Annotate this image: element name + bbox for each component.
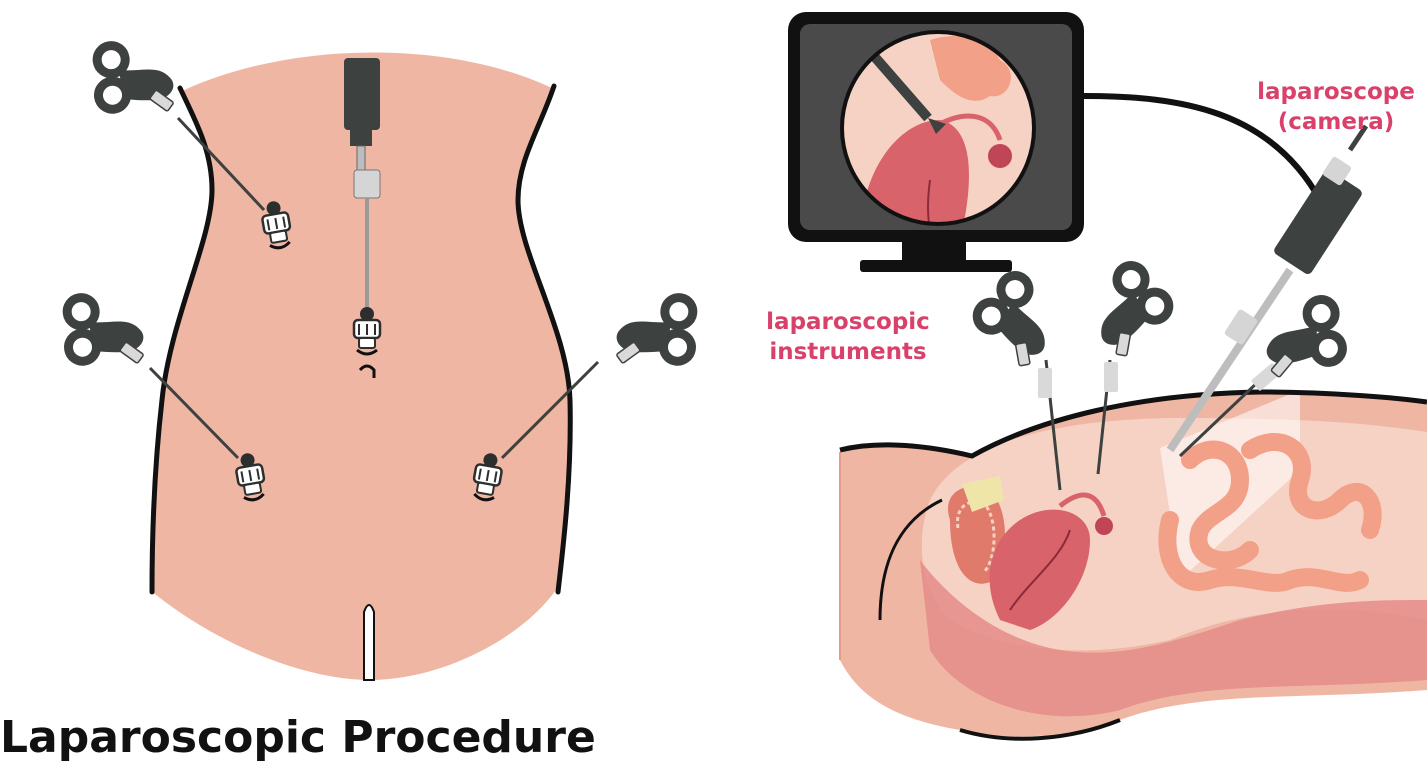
pelvis-cross-section [840,390,1427,739]
figure-title: Laparoscopic Procedure [0,712,596,764]
laparoscope-label-line1: laparoscope [1252,77,1420,107]
instruments-label: laparoscopic instruments [762,307,934,367]
laparoscope-label: laparoscope (camera) [1252,77,1420,137]
monitor [788,12,1084,272]
cleft [364,605,374,680]
instruments-label-line2: instruments [762,337,934,367]
abdomen-front-view [45,35,715,680]
laparoscope-label-line2: (camera) [1252,107,1420,137]
instruments-label-line1: laparoscopic [762,307,934,337]
